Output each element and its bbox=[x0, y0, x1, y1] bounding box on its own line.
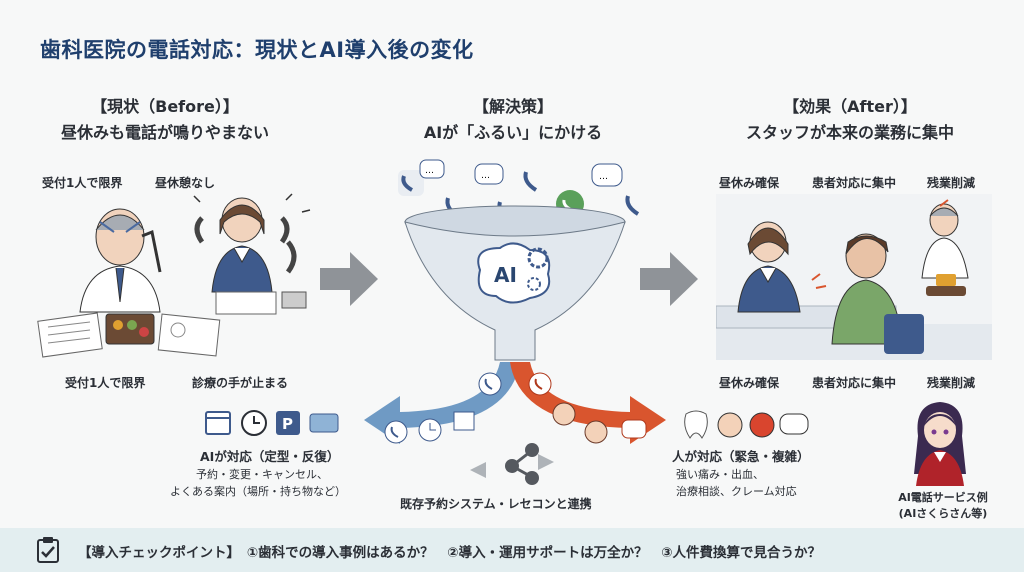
calendar-icon bbox=[453, 411, 475, 431]
angry-face-icon bbox=[749, 412, 775, 438]
after-bottom-label-3: 残業削減 bbox=[927, 376, 976, 390]
before-heading: 【現状（Before）】 昼休みも電話が鳴りやまない bbox=[30, 94, 300, 146]
solution-heading-line-2: AIが「ふるい」にかける bbox=[423, 123, 603, 142]
after-bottom-label-1: 昼休み確保 bbox=[719, 376, 780, 390]
before-bottom-label-2: 診療の手が止まる bbox=[192, 376, 289, 390]
checkpoint-text: 【導入チェックポイント】 ①歯科での導入事例はあるか？ ②導入・運用サポートは万… bbox=[78, 545, 822, 561]
clipboard-check-icon bbox=[37, 537, 59, 563]
phone-icon bbox=[625, 195, 640, 216]
human-task-icons bbox=[684, 410, 809, 439]
before-heading-line-1: 【現状（Before）】 bbox=[91, 97, 239, 116]
funnel-ai-label: AI bbox=[494, 263, 517, 287]
ai-handles-line-2: よくある案内（場所・持ち物など） bbox=[170, 485, 346, 498]
human-handles-line-2: 治療相談、クレーム対応 bbox=[676, 485, 797, 498]
ai-handles-title: AIが対応（定型・反復） bbox=[200, 449, 340, 464]
human-handles-title: 人が対応（緊急・複雑） bbox=[672, 449, 810, 464]
tooth-icon bbox=[684, 410, 708, 439]
after-heading: 【効果（After）】 スタッフが本来の業務に集中 bbox=[700, 94, 1000, 146]
face-icon bbox=[717, 412, 743, 438]
clock-icon bbox=[418, 418, 442, 442]
phone-icon bbox=[398, 170, 424, 196]
svg-text:…: … bbox=[425, 166, 434, 176]
after-bottom-label-2: 患者対応に集中 bbox=[812, 376, 897, 390]
card-icon bbox=[309, 413, 339, 433]
face-icon bbox=[552, 402, 576, 426]
ai-task-icons: P bbox=[205, 410, 339, 436]
face-icon bbox=[584, 420, 608, 444]
checkpoint-bar: 【導入チェックポイント】 ①歯科での導入事例はあるか？ ②導入・運用サポートは万… bbox=[0, 528, 1024, 572]
parking-icon: P bbox=[276, 411, 300, 435]
chat-bubble-icon: … bbox=[474, 163, 504, 185]
chat-bubble-icon: … bbox=[419, 159, 445, 179]
calendar-icon bbox=[205, 411, 231, 435]
before-top-label-1: 受付1人で限界 bbox=[42, 176, 123, 190]
chat-bubble-icon bbox=[779, 413, 809, 435]
page-title: 歯科医院の電話対応：現状とAI導入後の変化 bbox=[40, 38, 474, 62]
ai-character-avatar bbox=[914, 402, 966, 486]
ai-handles-line-1: 予約・変更・キャンセル、 bbox=[196, 468, 328, 481]
before-illustration bbox=[37, 193, 311, 358]
phone-icon bbox=[384, 420, 408, 444]
human-handles-line-1: 強い痛み・出血、 bbox=[676, 468, 764, 481]
ai-service-line-1: AI電話サービス例 bbox=[898, 491, 988, 504]
share-icon bbox=[470, 443, 554, 485]
solution-heading: 【解決策】 AIが「ふるい」にかける bbox=[378, 94, 648, 146]
svg-text:…: … bbox=[599, 172, 608, 182]
phone-icon bbox=[528, 372, 552, 396]
after-top-label-2: 患者対応に集中 bbox=[812, 176, 897, 190]
clock-icon bbox=[241, 410, 267, 436]
after-illustration bbox=[716, 194, 992, 360]
integration-label: 既存予約システム・レセコンと連携 bbox=[400, 497, 592, 511]
chat-bubble-icon bbox=[621, 419, 647, 439]
ai-service-example: AI電話サービス例 (AIさくらさん等) bbox=[883, 489, 1003, 521]
after-top-label-1: 昼休み確保 bbox=[719, 176, 780, 190]
solution-heading-line-1: 【解決策】 bbox=[472, 97, 553, 116]
before-heading-line-2: 昼休みも電話が鳴りやまない bbox=[60, 123, 269, 142]
after-top-label-3: 残業削減 bbox=[927, 176, 976, 190]
chat-bubble-icon: … bbox=[591, 163, 623, 187]
svg-text:P: P bbox=[282, 415, 293, 433]
phone-icon bbox=[523, 171, 538, 192]
after-heading-line-2: スタッフが本来の業務に集中 bbox=[745, 123, 954, 142]
before-top-label-2: 昼休憩なし bbox=[155, 176, 216, 190]
phone-icon bbox=[478, 372, 502, 396]
funnel-diagram: … … … AI bbox=[364, 159, 666, 444]
before-bottom-label-1: 受付1人で限界 bbox=[65, 376, 146, 390]
ai-service-line-2: (AIさくらさん等) bbox=[898, 507, 988, 520]
svg-text:…: … bbox=[481, 171, 490, 181]
right-arrow-icon bbox=[640, 252, 698, 306]
after-heading-line-1: 【効果（After）】 bbox=[783, 97, 917, 116]
right-arrow-icon bbox=[320, 252, 378, 306]
